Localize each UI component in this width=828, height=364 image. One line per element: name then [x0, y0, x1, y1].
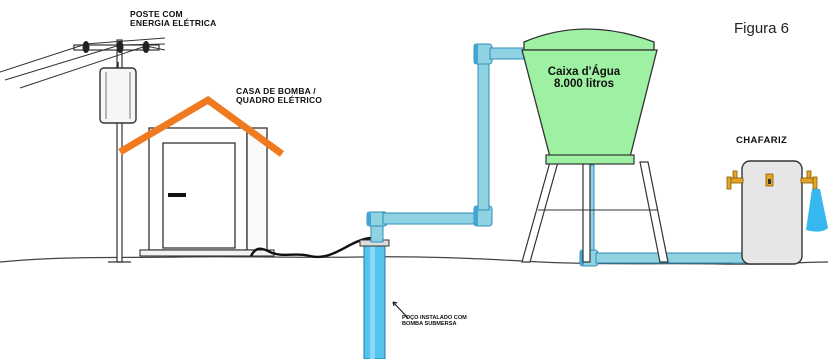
fountain-label: CHAFARIZ [736, 135, 788, 146]
insulators [82, 41, 150, 53]
pole-label: POSTE COM ENERGIA ELÉTRICA [130, 10, 216, 28]
fountain [726, 160, 828, 265]
figure-label: Figura 6 [734, 20, 790, 37]
pole-label-line2: ENERGIA ELÉTRICA [130, 17, 217, 28]
faucet-icon [726, 170, 744, 190]
water-stream [806, 189, 828, 232]
transformer [99, 67, 137, 124]
tank-label-line1: Caixa d'Água [547, 66, 621, 78]
pump-house-label-line1: CASA DE BOMBA / [236, 86, 316, 96]
pipe-joints [367, 44, 584, 266]
electric-cable [249, 236, 373, 259]
power-pole [0, 37, 166, 263]
ground-line [0, 256, 828, 265]
electrical-panel-slot [168, 193, 186, 197]
pump-house-label-line2: QUADRO ELÉTRICO [236, 94, 323, 105]
water-tank [521, 28, 669, 263]
tank-label-line2: 8.000 litros [553, 78, 615, 91]
tank-legs [521, 161, 669, 263]
tank-lid [523, 28, 655, 51]
pump-house-roof [118, 95, 285, 157]
well-label-line2: BOMBA SUBMERSA [402, 320, 457, 327]
faucet-icon [800, 170, 818, 190]
well-label: POÇO INSTALADO COM BOMBA SUBMERSA [402, 315, 467, 328]
fountain-body [741, 160, 803, 265]
well [359, 239, 409, 360]
tank-label: Caixa d'Água 8.000 litros [538, 66, 630, 90]
pump-house [118, 95, 285, 257]
well-pointer-arrow [392, 301, 409, 319]
faucet-icon [765, 173, 774, 187]
power-lines [0, 37, 166, 89]
pole-label-line1: POSTE COM [130, 9, 183, 19]
well-label-line1: POÇO INSTALADO COM [402, 315, 467, 321]
pump-house-label: CASA DE BOMBA / QUADRO ELÉTRICO [236, 87, 322, 105]
